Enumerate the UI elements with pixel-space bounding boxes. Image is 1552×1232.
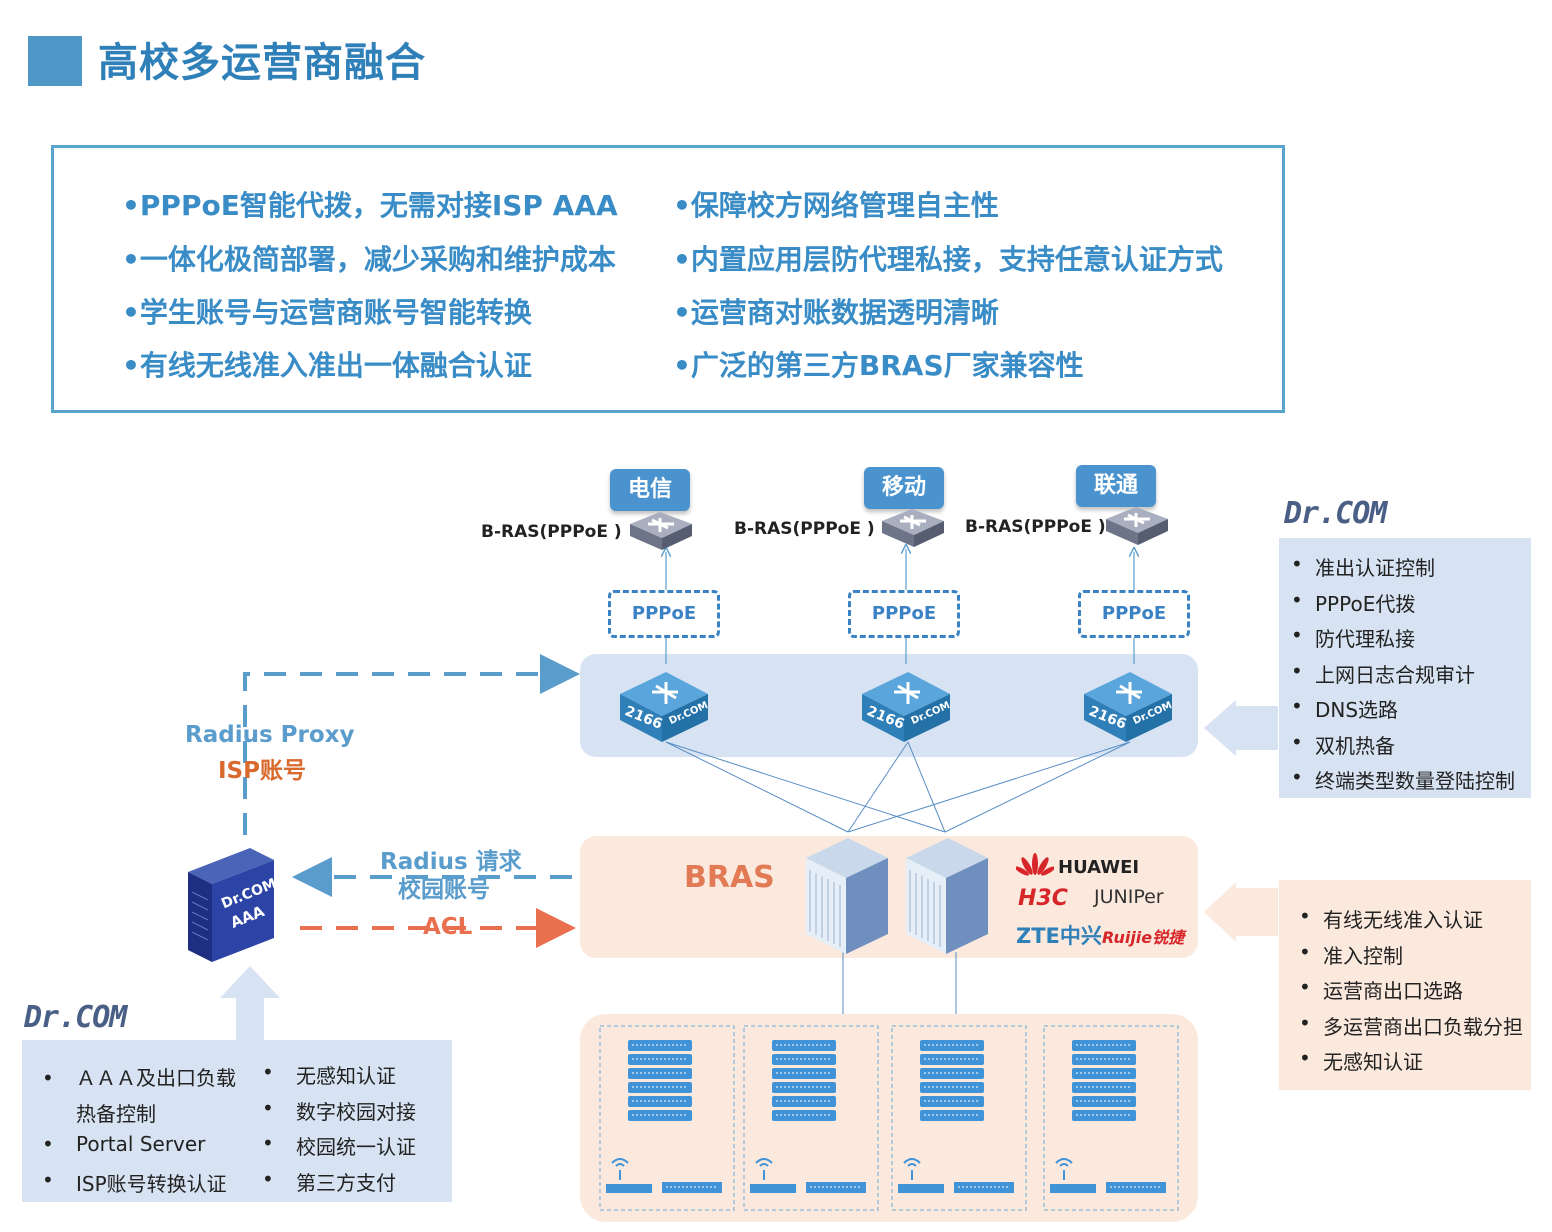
drcom-2166-device: 2166 Dr.COM xyxy=(1080,664,1176,744)
aaa-feature-item: 校园统一认证 xyxy=(250,1131,450,1167)
router-icon xyxy=(630,512,692,550)
bras-band xyxy=(580,836,1198,958)
drcom-logo: Dr.COM xyxy=(24,1000,127,1035)
radius-proxy-label: Radius Proxy xyxy=(185,722,355,748)
aaa-feature-item: 数字校园对接 xyxy=(250,1096,450,1132)
drcom-feature-item: PPPoE代拨 xyxy=(1279,588,1531,624)
aaa-feature-item: ISP账号转换认证 xyxy=(30,1168,250,1204)
router-icon xyxy=(882,509,944,547)
bras-feature-item: 运营商出口选路 xyxy=(1287,975,1531,1011)
drcom-2166-device: 2166 Dr.COM xyxy=(858,664,954,744)
vendor-zte: ZTE中兴 xyxy=(1016,924,1102,948)
campus-account-label: 校园账号 xyxy=(398,877,490,903)
bras-feature-panel: 有线无线准入认证 准入控制 运营商出口选路 多运营商出口负载分担 无感知认证 xyxy=(1279,880,1531,1090)
bras-feature-item: 无感知认证 xyxy=(1287,1046,1531,1082)
isp-mobile-badge: 移动 xyxy=(864,467,944,509)
isp-account-label: ISP账号 xyxy=(218,758,306,784)
feature-right-2: •内置应用层防代理私接，支持任意认证方式 xyxy=(673,243,1223,276)
feature-left-1: •PPPoE智能代拨，无需对接ISP AAA xyxy=(122,189,618,222)
bras-label-telecom: B-RAS(PPPoE ) xyxy=(481,522,622,542)
vendor-juniper: JUNIPer xyxy=(1094,886,1164,908)
access-switch-groups xyxy=(599,1025,1179,1211)
feature-left-4: •有线无线准入准出一体融合认证 xyxy=(122,349,532,382)
drcom-feature-item: 双机热备 xyxy=(1279,730,1531,766)
pppoe-box-telecom: PPPoE xyxy=(608,590,720,638)
feature-box xyxy=(51,145,1285,413)
vendor-h3c: H3C xyxy=(1018,886,1068,911)
drcom-feature-item: DNS选路 xyxy=(1279,694,1531,730)
acl-label: ACL xyxy=(423,914,473,940)
aaa-server: Dr.COM AAA xyxy=(186,842,279,964)
feature-left-2: •一体化极简部署，减少采购和维护成本 xyxy=(122,243,616,276)
drcom-2166-device: 2166 Dr.COM xyxy=(616,664,712,744)
feature-right-4: •广泛的第三方BRAS厂家兼容性 xyxy=(673,349,1084,382)
bras-chassis-icon xyxy=(806,838,988,954)
aaa-feature-item: 无感知认证 xyxy=(250,1060,450,1096)
feature-right-3: •运营商对账数据透明清晰 xyxy=(673,296,999,329)
vendor-huawei: HUAWEI xyxy=(1058,857,1140,878)
drcom-feature-item: 上网日志合规审计 xyxy=(1279,659,1531,695)
drcom-feature-item: 终端类型数量登陆控制 xyxy=(1279,765,1531,801)
bras-label-mobile: B-RAS(PPPoE ) xyxy=(734,519,875,539)
bras-feature-item: 有线无线准入认证 xyxy=(1287,904,1531,940)
bras-label-unicom: B-RAS(PPPoE ) xyxy=(965,517,1106,537)
drcom-logo: Dr.COM xyxy=(1284,496,1387,531)
aaa-feature-panel: ＡＡＡ及出口负载热备控制 Portal Server ISP账号转换认证 无感知… xyxy=(22,1040,452,1202)
aaa-feature-item: ＡＡＡ及出口负载热备控制 xyxy=(30,1060,250,1132)
aaa-feature-item: Portal Server xyxy=(30,1132,250,1168)
pppoe-box-mobile: PPPoE xyxy=(848,590,960,638)
feature-right-1: •保障校方网络管理自主性 xyxy=(673,189,999,222)
radius-request-label: Radius 请求 xyxy=(380,849,522,875)
bras-feature-item: 准入控制 xyxy=(1287,940,1531,976)
page-title: 高校多运营商融合 xyxy=(98,40,426,86)
bras-feature-item: 多运营商出口负载分担 xyxy=(1287,1011,1531,1047)
drcom-feature-panel: 准出认证控制 PPPoE代拨 防代理私接 上网日志合规审计 DNS选路 双机热备… xyxy=(1279,538,1531,798)
bras-label: BRAS xyxy=(684,860,775,895)
drcom-feature-item: 准出认证控制 xyxy=(1279,552,1531,588)
isp-unicom-badge: 联通 xyxy=(1076,465,1156,507)
feature-left-3: •学生账号与运营商账号智能转换 xyxy=(122,296,532,329)
aaa-feature-item: 第三方支付 xyxy=(250,1167,450,1203)
title-marker xyxy=(28,36,82,86)
vendor-ruijie: Ruijie锐捷 xyxy=(1102,928,1185,947)
drcom-feature-item: 防代理私接 xyxy=(1279,623,1531,659)
pppoe-box-unicom: PPPoE xyxy=(1078,590,1190,638)
huawei-logo-icon xyxy=(1016,853,1054,876)
isp-telecom-badge: 电信 xyxy=(610,469,690,511)
router-icon xyxy=(1106,507,1168,545)
